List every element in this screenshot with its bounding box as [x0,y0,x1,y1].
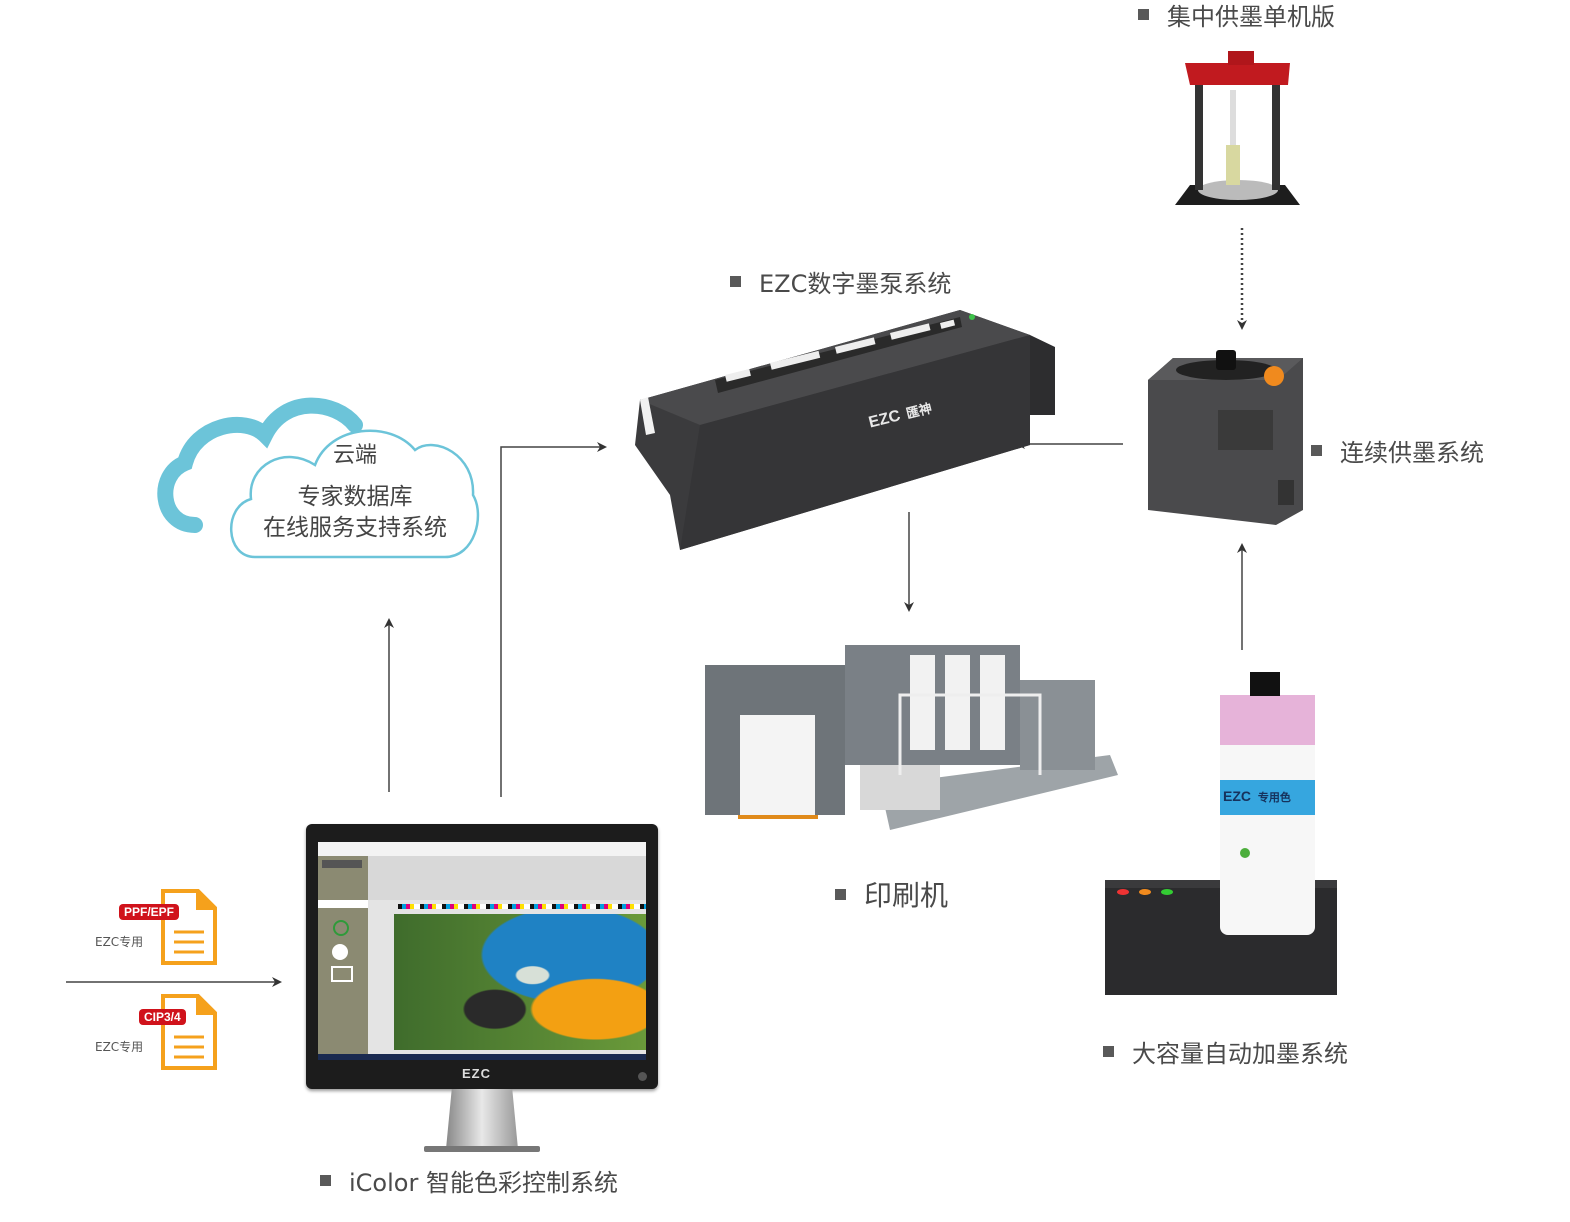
label-icolor-text: iColor 智能色彩控制系统 [349,1169,618,1197]
gear-icon [332,944,348,960]
cloud-line2: 在线服务支持系统 [263,515,447,541]
bullet-square-icon [320,1175,331,1186]
auto-refill-device: EZC 专用色 [1105,670,1340,1000]
document-icon [161,994,217,1070]
bullet-square-icon [1311,445,1322,456]
parrot-image [394,914,646,1050]
central-supply-device [1170,45,1305,210]
power-button [638,1072,647,1081]
icolor-monitor: EZC [306,824,658,1164]
power-icon [333,920,349,936]
label-press: 印刷机 [835,874,948,914]
label-central-supply: 集中供墨单机版 [1138,0,1335,32]
label-press-text: 印刷机 [864,879,949,912]
can-label: 专用色 [1257,792,1291,804]
monitor-stand [446,1089,518,1149]
file-ppf: PPF/EPF EZC专用 [95,888,225,968]
can-logo-ezc: EZC [1223,788,1251,804]
label-ink-pump-text: EZC数字墨泵系统 [759,270,952,298]
bullet-square-icon [1103,1046,1114,1057]
auto-refill-illustration [1105,672,1337,995]
monitor-screen [318,842,646,1060]
cloud-node: 云端 专家数据库 在线服务支持系统 [155,395,490,565]
color-bar [398,904,646,909]
arrow-monitor-to-pump [500,442,607,797]
ink-pump-device: EZC 匯神 [630,305,1055,555]
continuous-supply-device [1148,340,1303,530]
label-ink-pump: EZC数字墨泵系统 [730,264,951,299]
bullet-square-icon [730,276,741,287]
central-supply-illustration [1175,51,1300,205]
label-central-supply-text: 集中供墨单机版 [1167,3,1335,31]
cloud-icon [157,397,480,559]
label-continuous-supply-text: 连续供墨系统 [1340,439,1484,467]
label-auto-refill: 大容量自动加墨系统 [1103,1034,1348,1069]
label-continuous-supply: 连续供墨系统 [1311,433,1484,468]
label-icolor: iColor 智能色彩控制系统 [320,1163,618,1198]
file-tag-ppf: PPF/EPF [119,904,180,920]
monitor-logo: EZC [462,1066,491,1081]
printing-press-illustration [705,645,1118,830]
bullet-square-icon [835,888,846,900]
ink-pump-illustration [635,310,1055,550]
cloud-line1: 专家数据库 [297,484,413,510]
file-sub-ppf: EZC专用 [95,935,144,949]
cloud-title: 云端 [332,443,377,468]
continuous-supply-illustration [1148,350,1303,525]
bullet-square-icon [1138,9,1149,20]
file-cip: CIP3/4 EZC专用 [95,993,225,1073]
can-logo: EZC 专用色 [1223,788,1291,805]
file-tag-cip: CIP3/4 [139,1009,186,1025]
mail-icon [331,966,353,982]
printing-press-device [700,635,1118,835]
app-sidebar [318,856,368,1056]
file-sub-cip: EZC专用 [95,1040,144,1054]
label-auto-refill-text: 大容量自动加墨系统 [1132,1040,1348,1068]
document-icon [161,889,217,965]
